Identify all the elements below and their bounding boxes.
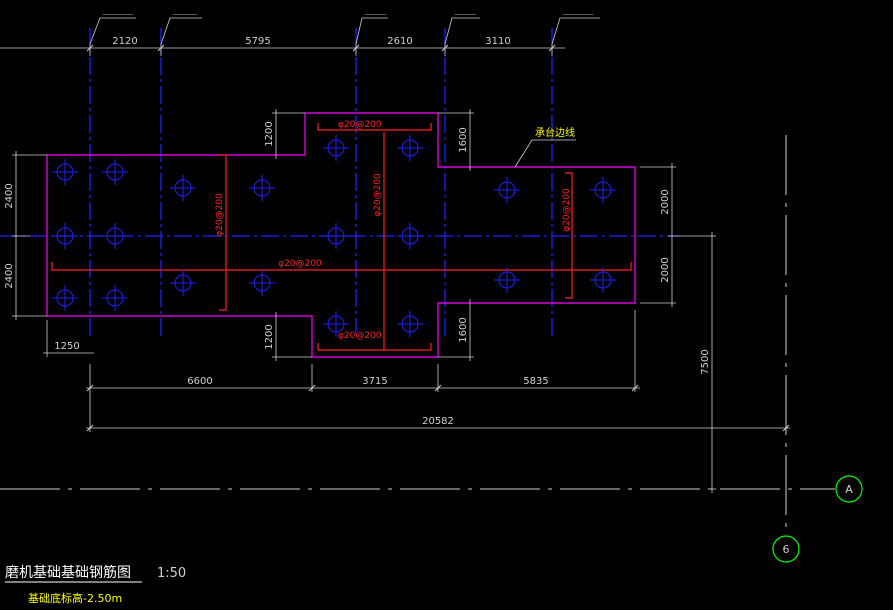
grid-bubble-6-circle bbox=[772, 535, 800, 563]
dim-text-right-step-bottom: 1600 bbox=[458, 317, 469, 342]
note-leader bbox=[514, 139, 576, 168]
callout-text-3: ─────── bbox=[364, 12, 387, 18]
pile-marker bbox=[397, 223, 423, 249]
drawing-scale: 1:50 bbox=[157, 566, 186, 581]
dim-text-step-bottom: 1200 bbox=[264, 324, 275, 349]
callout-text-4: ─────── bbox=[454, 12, 477, 18]
rebar-left-vertical bbox=[219, 154, 227, 311]
pile-marker bbox=[397, 311, 423, 337]
pile-marker bbox=[323, 311, 349, 337]
rebar-label-bottom: φ20@200 bbox=[338, 331, 382, 341]
dim-text-right-lower: 2000 bbox=[660, 257, 671, 282]
pile-marker bbox=[494, 177, 520, 203]
pile-marker bbox=[52, 285, 78, 311]
pile-marker bbox=[323, 135, 349, 161]
dim-text-left-offset: 1250 bbox=[54, 341, 79, 352]
dim-text-top-2: 5795 bbox=[245, 36, 270, 47]
rebar-right-vertical bbox=[565, 172, 573, 299]
pile-marker bbox=[590, 267, 616, 293]
pile-marker bbox=[397, 135, 423, 161]
rebar-lines bbox=[51, 123, 632, 351]
pile-marker bbox=[102, 223, 128, 249]
callout-texts: ────────── ──────── ─────── ─────── ────… bbox=[102, 12, 594, 18]
callout-leaders bbox=[89, 17, 600, 45]
grid-lines-white bbox=[0, 135, 835, 535]
note-label: 承台边线 bbox=[535, 126, 575, 139]
pile-marker bbox=[52, 159, 78, 185]
callout-text-2: ──────── bbox=[172, 12, 198, 18]
axis-grid-lines bbox=[0, 28, 680, 340]
dim-text-vertical-total: 7500 bbox=[700, 349, 711, 374]
dim-text-top-1: 2120 bbox=[112, 36, 137, 47]
pile-markers bbox=[52, 135, 616, 337]
rebar-horizontal bbox=[51, 262, 632, 271]
pile-marker bbox=[102, 159, 128, 185]
dim-text-bottom-2: 3715 bbox=[362, 376, 387, 387]
pile-marker bbox=[102, 285, 128, 311]
rebar-label-left-vertical: φ20@200 bbox=[215, 193, 225, 237]
dim-text-total: 20582 bbox=[422, 416, 454, 427]
grid-bubble-a-circle bbox=[835, 475, 863, 503]
dim-text-bottom-1: 6600 bbox=[187, 376, 212, 387]
grid-bubble-a-label: A bbox=[845, 483, 853, 496]
dim-ticks bbox=[86, 44, 790, 432]
pile-marker bbox=[494, 267, 520, 293]
dim-text-right-step-top: 1600 bbox=[458, 127, 469, 152]
grid-bubble-6: 6 bbox=[772, 535, 800, 563]
rebar-label-right-vertical: φ20@200 bbox=[562, 188, 572, 232]
dim-text-right-upper: 2000 bbox=[660, 189, 671, 214]
pile-marker bbox=[323, 223, 349, 249]
rebar-bottom-bar bbox=[317, 343, 432, 351]
pile-marker bbox=[170, 175, 196, 201]
grid-bubble-6-label: 6 bbox=[783, 543, 790, 556]
callout-text-5: ────────── bbox=[562, 12, 594, 18]
dimension-texts: 2120 5795 2610 3110 6600 3715 5835 20582… bbox=[4, 36, 711, 427]
rebar-label-center-vertical: φ20@200 bbox=[373, 173, 383, 217]
pile-marker bbox=[52, 223, 78, 249]
dim-text-step-top: 1200 bbox=[264, 121, 275, 146]
dim-text-top-4: 3110 bbox=[485, 36, 510, 47]
pile-marker bbox=[170, 270, 196, 296]
drawing-subtitle: 基础底标高-2.50m bbox=[28, 591, 122, 605]
dimension-lines bbox=[0, 44, 790, 493]
drawing-title: 磨机基础基础钢筋图 bbox=[5, 564, 131, 581]
pile-marker bbox=[249, 175, 275, 201]
dim-text-top-3: 2610 bbox=[387, 36, 412, 47]
pile-marker bbox=[590, 177, 616, 203]
rebar-label-top: φ20@200 bbox=[338, 120, 382, 130]
rebar-labels: φ20@200 φ20@200 φ20@200 φ20@200 φ20@200 … bbox=[215, 120, 572, 341]
dim-text-left-lower: 2400 bbox=[4, 263, 15, 288]
callout-text-1: ────────── bbox=[102, 12, 134, 18]
dim-text-bottom-3: 5835 bbox=[523, 376, 548, 387]
pile-marker bbox=[249, 270, 275, 296]
rebar-label-horizontal: φ20@200 bbox=[278, 259, 322, 269]
grid-bubble-a: A bbox=[835, 475, 863, 503]
dim-text-left-upper: 2400 bbox=[4, 183, 15, 208]
foundation-outline bbox=[46, 112, 636, 358]
rebar-top-bar bbox=[317, 123, 432, 131]
